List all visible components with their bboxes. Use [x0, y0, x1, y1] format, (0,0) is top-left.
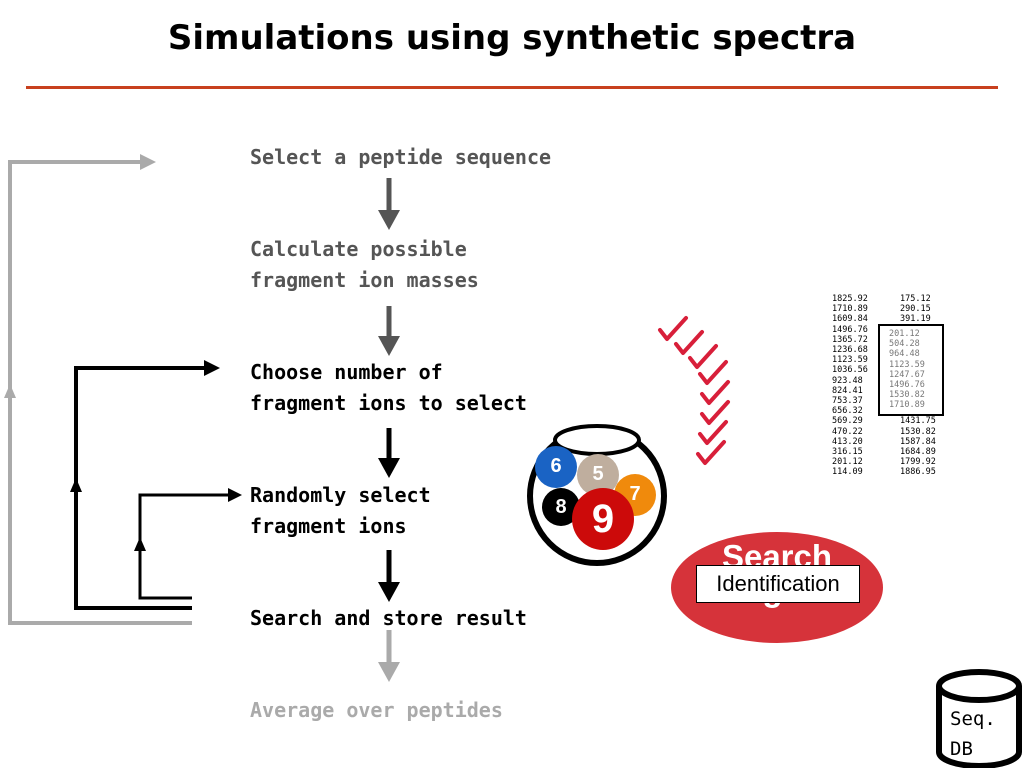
- step-average: Average over peptides: [250, 698, 503, 722]
- step-randomly-select: Randomly select fragment ions: [250, 483, 431, 538]
- spectrum-left-column: 1825.92 1710.89 1609.84 1496.76 1365.72 …: [832, 294, 868, 478]
- down-arrow-3: [378, 428, 400, 478]
- page-title: Simulations using synthetic spectra: [167, 18, 857, 58]
- down-arrow-2: [378, 306, 400, 356]
- loop-middle-black: [70, 360, 220, 610]
- check-icon: [696, 440, 726, 465]
- check-icon: [700, 400, 730, 425]
- down-arrow-1: [378, 178, 400, 230]
- ball-6: 6: [535, 446, 577, 488]
- identification-label: Identification: [696, 565, 860, 603]
- check-icon: [698, 360, 728, 385]
- check-icon: [700, 380, 730, 405]
- selected-ions-box: 201.12 504.28 964.48 1123.59 1247.67 149…: [878, 324, 944, 416]
- step-search-store: Search and store result: [250, 606, 527, 630]
- ball-9: 9: [572, 488, 634, 550]
- loop-inner-black: [134, 488, 242, 600]
- checkmarks-group: [658, 316, 730, 465]
- check-icon: [674, 330, 704, 355]
- check-icon: [688, 344, 718, 369]
- database-cylinder: [936, 669, 1022, 768]
- down-arrow-5: [378, 630, 400, 682]
- seq-db-label: Seq. DB: [950, 708, 996, 760]
- check-icon: [698, 420, 728, 445]
- title-underline: [26, 86, 998, 89]
- spectrum-right-column: 175.12 290.15 391.19 1431.75 1530.82 158…: [900, 294, 936, 478]
- step-choose-number: Choose number of fragment ions to select: [250, 360, 527, 415]
- loop-outer-grey: [4, 154, 192, 625]
- step-calculate-masses: Calculate possible fragment ion masses: [250, 237, 479, 292]
- step-select-peptide: Select a peptide sequence: [250, 145, 552, 169]
- down-arrow-4: [378, 550, 400, 602]
- check-icon: [658, 316, 688, 341]
